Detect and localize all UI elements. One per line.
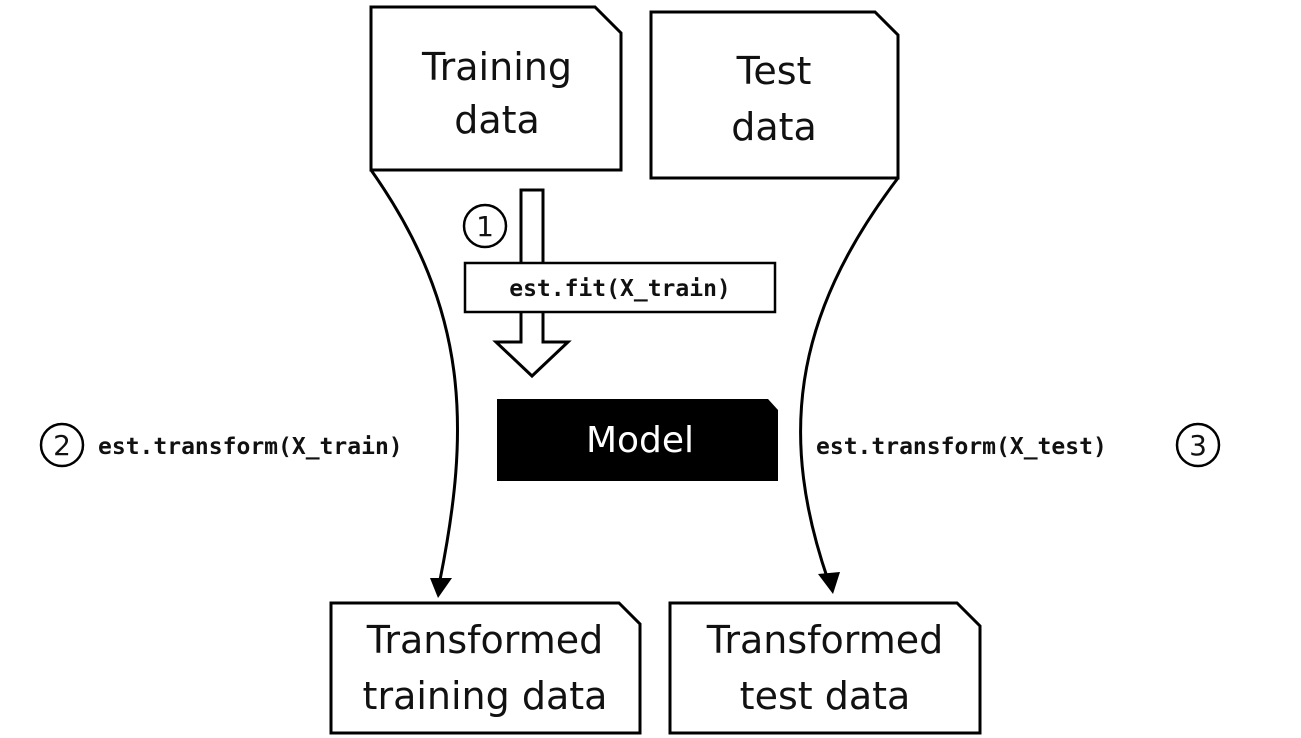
- test-data-line2: data: [731, 105, 817, 149]
- transformed-training-line1: Transformed: [366, 618, 604, 662]
- fit-code: est.fit(X_train): [509, 276, 731, 302]
- step-3-marker: 3: [1175, 422, 1221, 468]
- model-shape: [497, 399, 778, 481]
- step-1-number: 1: [476, 210, 494, 243]
- test-data-line1: Test: [736, 49, 812, 93]
- fit-code-box: est.fit(X_train): [463, 261, 777, 314]
- step-2-number: 2: [53, 429, 71, 462]
- train-flow-curve: [369, 169, 460, 581]
- transformed-training-line2: training data: [363, 674, 608, 718]
- step-2-marker: 2: [39, 422, 85, 468]
- test-transform-code: est.transform(X_test): [816, 434, 1107, 460]
- transformed-test-line2: test data: [740, 674, 911, 718]
- training-data-doc: Training data: [369, 5, 623, 172]
- step-1-marker: 1: [462, 203, 508, 249]
- transformed-training-doc: Transformed training data: [329, 601, 642, 735]
- test-flow-arrowhead: [818, 572, 840, 594]
- step-3-number: 3: [1189, 429, 1207, 462]
- model-label: Model: [586, 420, 694, 461]
- training-data-line1: Training: [421, 45, 572, 89]
- model-box: Model: [497, 399, 778, 481]
- test-flow-curve: [799, 177, 900, 581]
- training-data-line2: data: [454, 98, 540, 142]
- train-flow-arrowhead: [430, 578, 452, 598]
- train-transform-code: est.transform(X_train): [98, 434, 403, 460]
- transformed-test-line1: Transformed: [706, 618, 944, 662]
- transformed-test-doc: Transformed test data: [668, 601, 982, 735]
- test-data-doc: Test data: [649, 10, 900, 180]
